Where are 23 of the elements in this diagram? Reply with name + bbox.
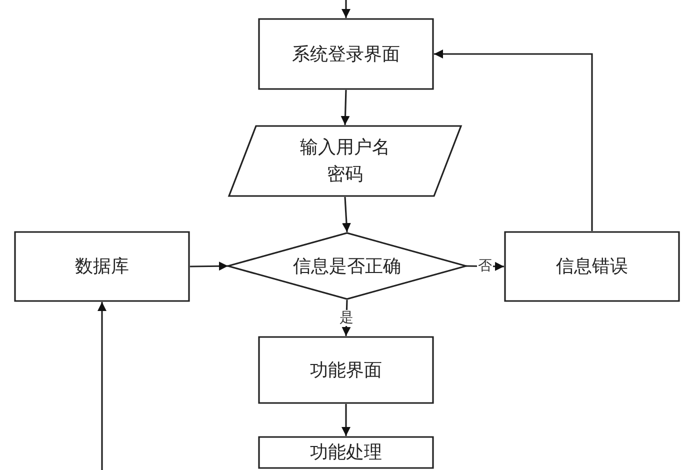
decision-diamond	[228, 232, 466, 300]
arrow	[342, 0, 350, 18]
node-text: 输入用户名密码	[299, 136, 391, 187]
node-text: 信息错误	[556, 255, 628, 279]
arrow	[342, 404, 350, 436]
arrow	[98, 302, 106, 470]
process-box	[258, 18, 434, 90]
node-text: 信息是否正确	[293, 254, 401, 278]
arrow	[434, 50, 593, 231]
input-parallelogram	[228, 125, 462, 197]
node-text: 功能处理	[310, 441, 382, 465]
process-box	[504, 231, 680, 302]
process-box	[258, 336, 434, 404]
arrow	[340, 90, 350, 126]
arrow	[342, 196, 351, 232]
edge-label: 是	[338, 310, 354, 326]
node-text: 系统登录界面	[292, 42, 400, 66]
edge-label: 否	[477, 258, 493, 274]
process-box	[258, 436, 434, 469]
arrow	[190, 262, 228, 271]
node-text: 功能界面	[310, 358, 382, 382]
process-box	[14, 231, 190, 302]
node-text: 数据库	[75, 255, 129, 279]
